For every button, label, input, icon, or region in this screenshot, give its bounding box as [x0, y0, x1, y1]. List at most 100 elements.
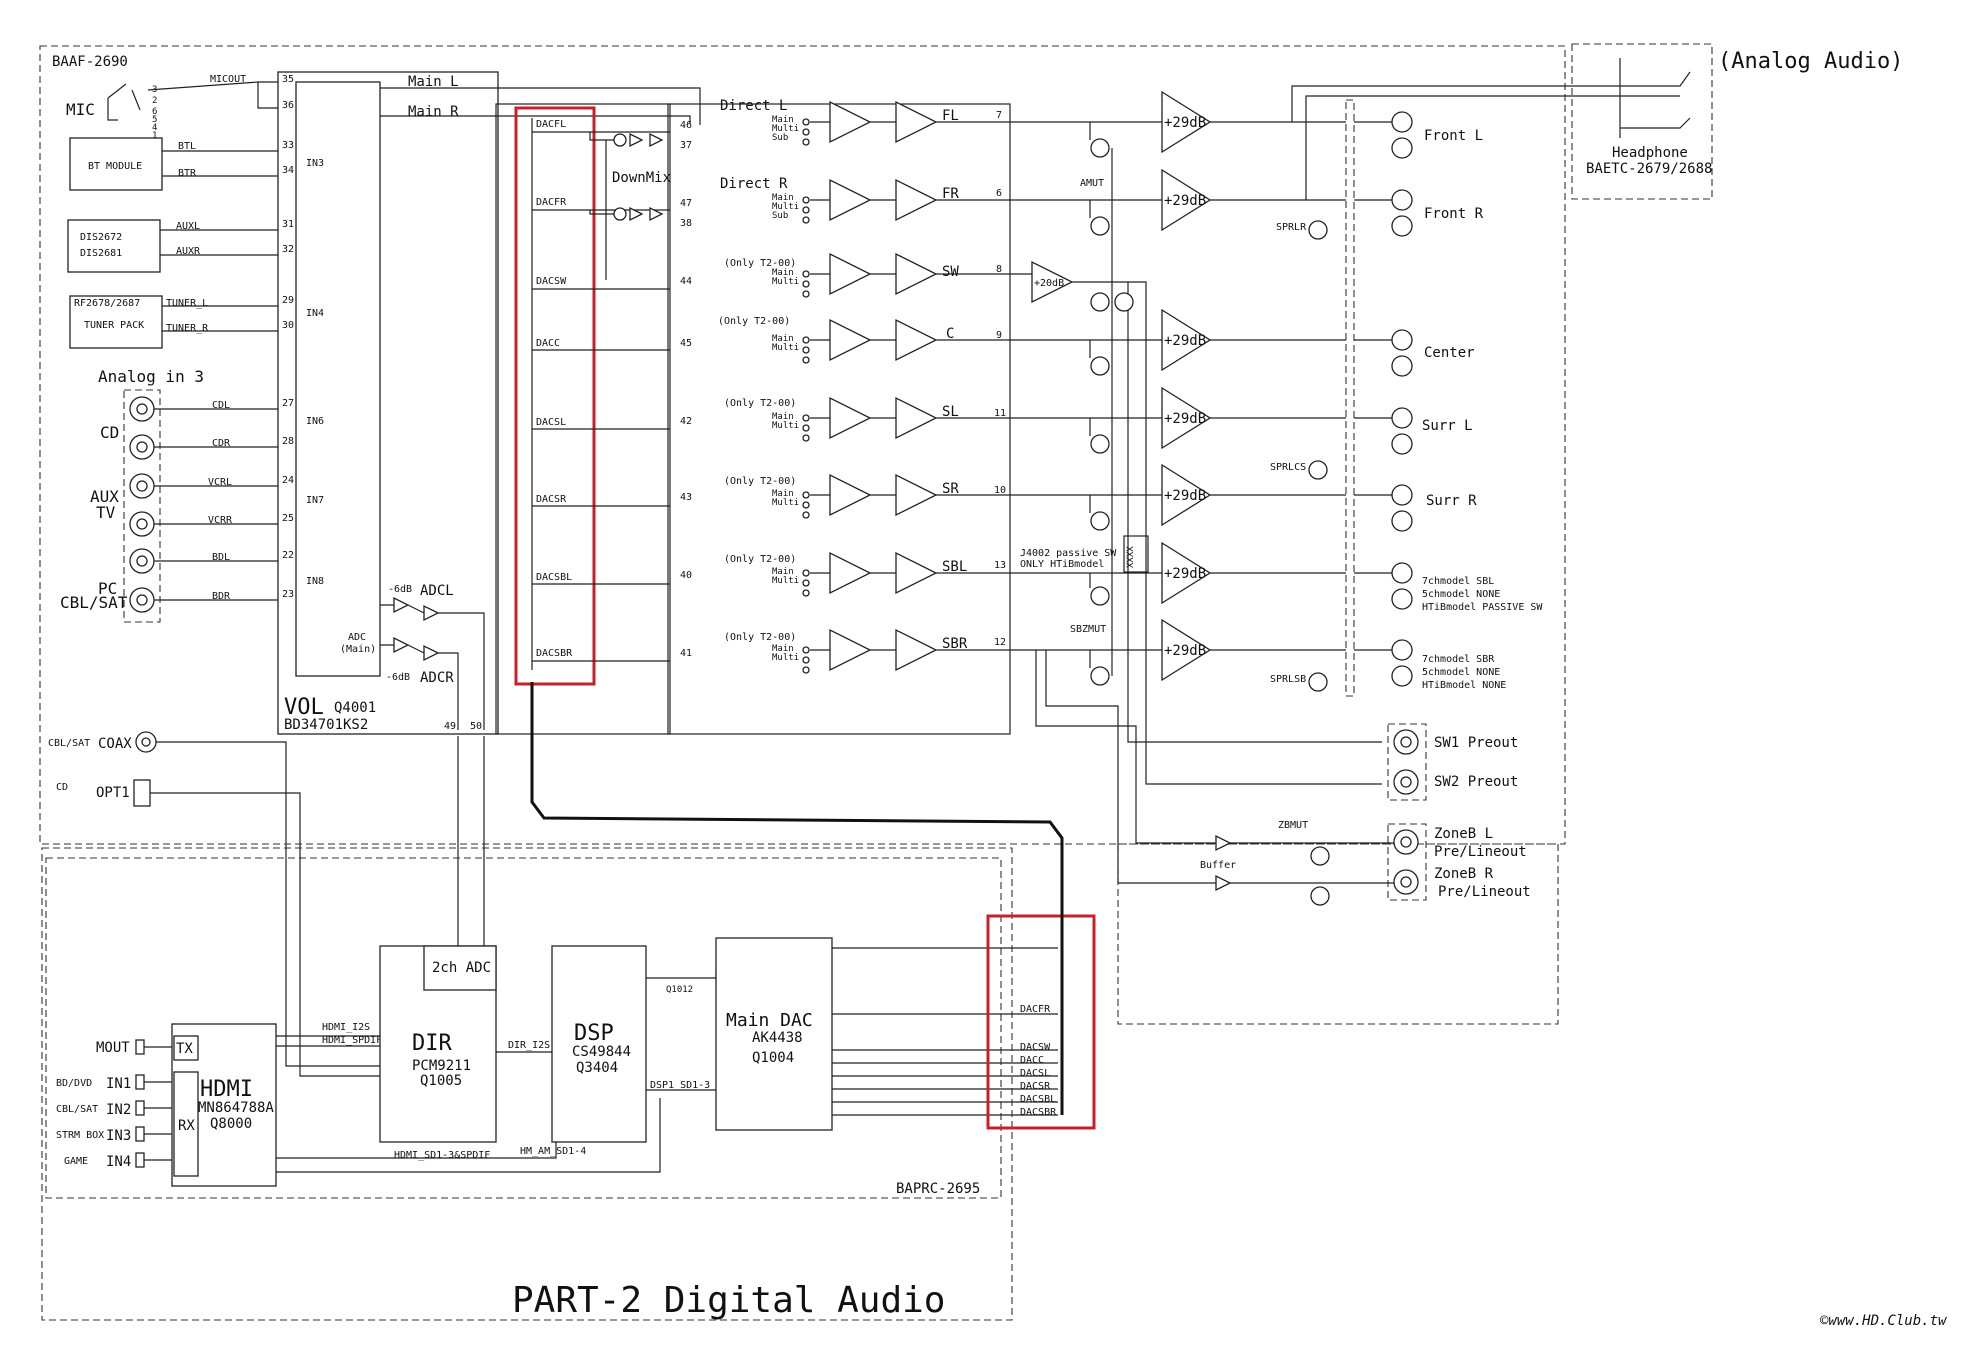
- svg-text:+20dB: +20dB: [1034, 278, 1064, 289]
- svg-text:12: 12: [994, 637, 1006, 648]
- svg-text:TV: TV: [96, 503, 116, 522]
- svg-text:CDL: CDL: [212, 400, 230, 411]
- svg-text:32: 32: [282, 244, 294, 255]
- svg-text:J4002 passive SW: J4002 passive SW: [1020, 548, 1117, 559]
- svg-text:HDMI_SD1-3&SPDIF: HDMI_SD1-3&SPDIF: [394, 1150, 490, 1161]
- svg-text:Multi: Multi: [772, 343, 799, 353]
- svg-text:Q4001: Q4001: [334, 700, 376, 716]
- cd-input-label: CD: [100, 423, 119, 442]
- dac-outputs-highlight: [986, 914, 1096, 1130]
- svg-text:IN3: IN3: [106, 1128, 131, 1144]
- svg-text:DSP1_SD1-3: DSP1_SD1-3: [650, 1080, 710, 1091]
- svg-text:41: 41: [680, 648, 692, 659]
- svg-text:(Only T2-00): (Only T2-00): [724, 554, 796, 565]
- svg-text:BTL: BTL: [178, 141, 196, 152]
- vol-left-pins: 35 36 33 34 31 32 29 30 27 28 24 25 22 2…: [282, 74, 294, 600]
- svg-text:30: 30: [282, 320, 294, 331]
- adcl-label: ADCL: [420, 583, 454, 599]
- svg-text:VCRL: VCRL: [208, 477, 232, 488]
- baap-board-outline: [39, 45, 1566, 845]
- svg-text:(Main): (Main): [340, 644, 376, 655]
- micout-line: [147, 81, 278, 109]
- dir-chip-name: DIR: [412, 1031, 452, 1056]
- svg-text:+29dB: +29dB: [1164, 115, 1206, 131]
- zoneb-r-label: ZoneB R: [1434, 866, 1494, 882]
- svg-text:43: 43: [680, 492, 692, 503]
- surr-l-label: Surr L: [1422, 418, 1473, 434]
- optical-jack: [133, 779, 151, 807]
- svg-text:Multi: Multi: [772, 202, 799, 212]
- svg-text:5chmodel NONE: 5chmodel NONE: [1422, 589, 1500, 600]
- svg-text:AUXR: AUXR: [176, 246, 201, 257]
- svg-text:IN1: IN1: [106, 1076, 131, 1092]
- svg-text:IN8: IN8: [306, 576, 324, 587]
- svg-text:DACC: DACC: [1020, 1055, 1044, 1066]
- svg-text:37: 37: [680, 140, 692, 151]
- bt-module-box: [69, 137, 163, 191]
- svg-text:SR: SR: [942, 481, 959, 497]
- svg-text:TUNER PACK: TUNER PACK: [84, 320, 144, 331]
- svg-text:TX: TX: [176, 1041, 193, 1057]
- digital-section-title: PART-2 Digital Audio: [512, 1280, 945, 1321]
- svg-text:2: 2: [152, 96, 157, 106]
- svg-text:DIS2681: DIS2681: [80, 248, 122, 259]
- sub-amp: [1031, 260, 1074, 304]
- svg-text:Multi: Multi: [772, 576, 799, 586]
- front-l-label: Front L: [1424, 128, 1483, 144]
- svg-text:Main: Main: [772, 412, 794, 422]
- svg-text:Q1012: Q1012: [666, 985, 693, 995]
- svg-text:SPRLCS: SPRLCS: [1270, 462, 1306, 473]
- svg-text:36: 36: [282, 100, 294, 111]
- center-label: Center: [1424, 345, 1475, 361]
- surr-r-label: Surr R: [1426, 493, 1477, 509]
- svg-text:Main: Main: [772, 193, 794, 203]
- svg-text:1: 1: [152, 131, 157, 141]
- svg-text:Multi: Multi: [772, 421, 799, 431]
- baprc-label: BAPRC-2695: [896, 1181, 980, 1197]
- watermark: ©www.HD.Club.tw: [1820, 1313, 1947, 1329]
- svg-text:Main: Main: [772, 567, 794, 577]
- sw2-preout-label: SW2 Preout: [1434, 774, 1518, 790]
- svg-text:HTiBmodel NONE: HTiBmodel NONE: [1422, 680, 1506, 691]
- svg-text:7chmodel SBL: 7chmodel SBL: [1422, 576, 1494, 587]
- svg-text:4: 4: [152, 123, 157, 133]
- svg-text:HDMI_SPDIF: HDMI_SPDIF: [322, 1035, 382, 1046]
- svg-text:7: 7: [996, 110, 1002, 121]
- power-amps: [1161, 90, 1212, 682]
- svg-text:AK4438: AK4438: [752, 1030, 803, 1046]
- svg-text:+29dB: +29dB: [1164, 643, 1206, 659]
- svg-text:DACFR: DACFR: [1020, 1004, 1051, 1015]
- svg-text:DACFR: DACFR: [536, 197, 567, 208]
- svg-text:MICOUT: MICOUT: [210, 74, 246, 85]
- svg-text:COAX: COAX: [98, 736, 132, 752]
- svg-text:Q1005: Q1005: [420, 1073, 462, 1089]
- svg-text:(Only T2-00): (Only T2-00): [724, 632, 796, 643]
- svg-text:Sub: Sub: [772, 211, 788, 221]
- vol-chip-name: VOL: [284, 695, 324, 720]
- hdmi-chip-name: HDMI: [200, 1077, 253, 1102]
- analog-extension-outline: [1117, 843, 1559, 1025]
- svg-text:33: 33: [282, 140, 294, 151]
- svg-text:Sub: Sub: [772, 133, 788, 143]
- dac-inputs-highlight: [514, 106, 596, 686]
- svg-text:MN864788A: MN864788A: [198, 1100, 274, 1116]
- svg-text:RF2678/2687: RF2678/2687: [74, 298, 140, 309]
- svg-text:Multi: Multi: [772, 653, 799, 663]
- svg-text:TUNER_L: TUNER_L: [166, 298, 208, 309]
- svg-text:MOUT: MOUT: [96, 1040, 130, 1056]
- channel-pin-labels: 7 6 8 9 11 10 13 12: [994, 110, 1006, 648]
- svg-text:AUX: AUX: [90, 487, 119, 506]
- svg-text:BD/DVD: BD/DVD: [56, 1078, 92, 1089]
- svg-text:10: 10: [994, 485, 1006, 496]
- svg-text:PC: PC: [98, 579, 117, 598]
- dsp-chip-name: DSP: [574, 1021, 614, 1046]
- svg-text:STRM BOX: STRM BOX: [56, 1130, 104, 1141]
- svg-text:DACSW: DACSW: [536, 276, 567, 287]
- svg-text:+29dB: +29dB: [1164, 193, 1206, 209]
- svg-text:-6dB: -6dB: [388, 584, 412, 595]
- svg-text:-6dB: -6dB: [386, 672, 410, 683]
- svg-text:47: 47: [680, 198, 692, 209]
- svg-text:BD34701KS2: BD34701KS2: [284, 717, 368, 733]
- svg-text:Q3404: Q3404: [576, 1060, 618, 1076]
